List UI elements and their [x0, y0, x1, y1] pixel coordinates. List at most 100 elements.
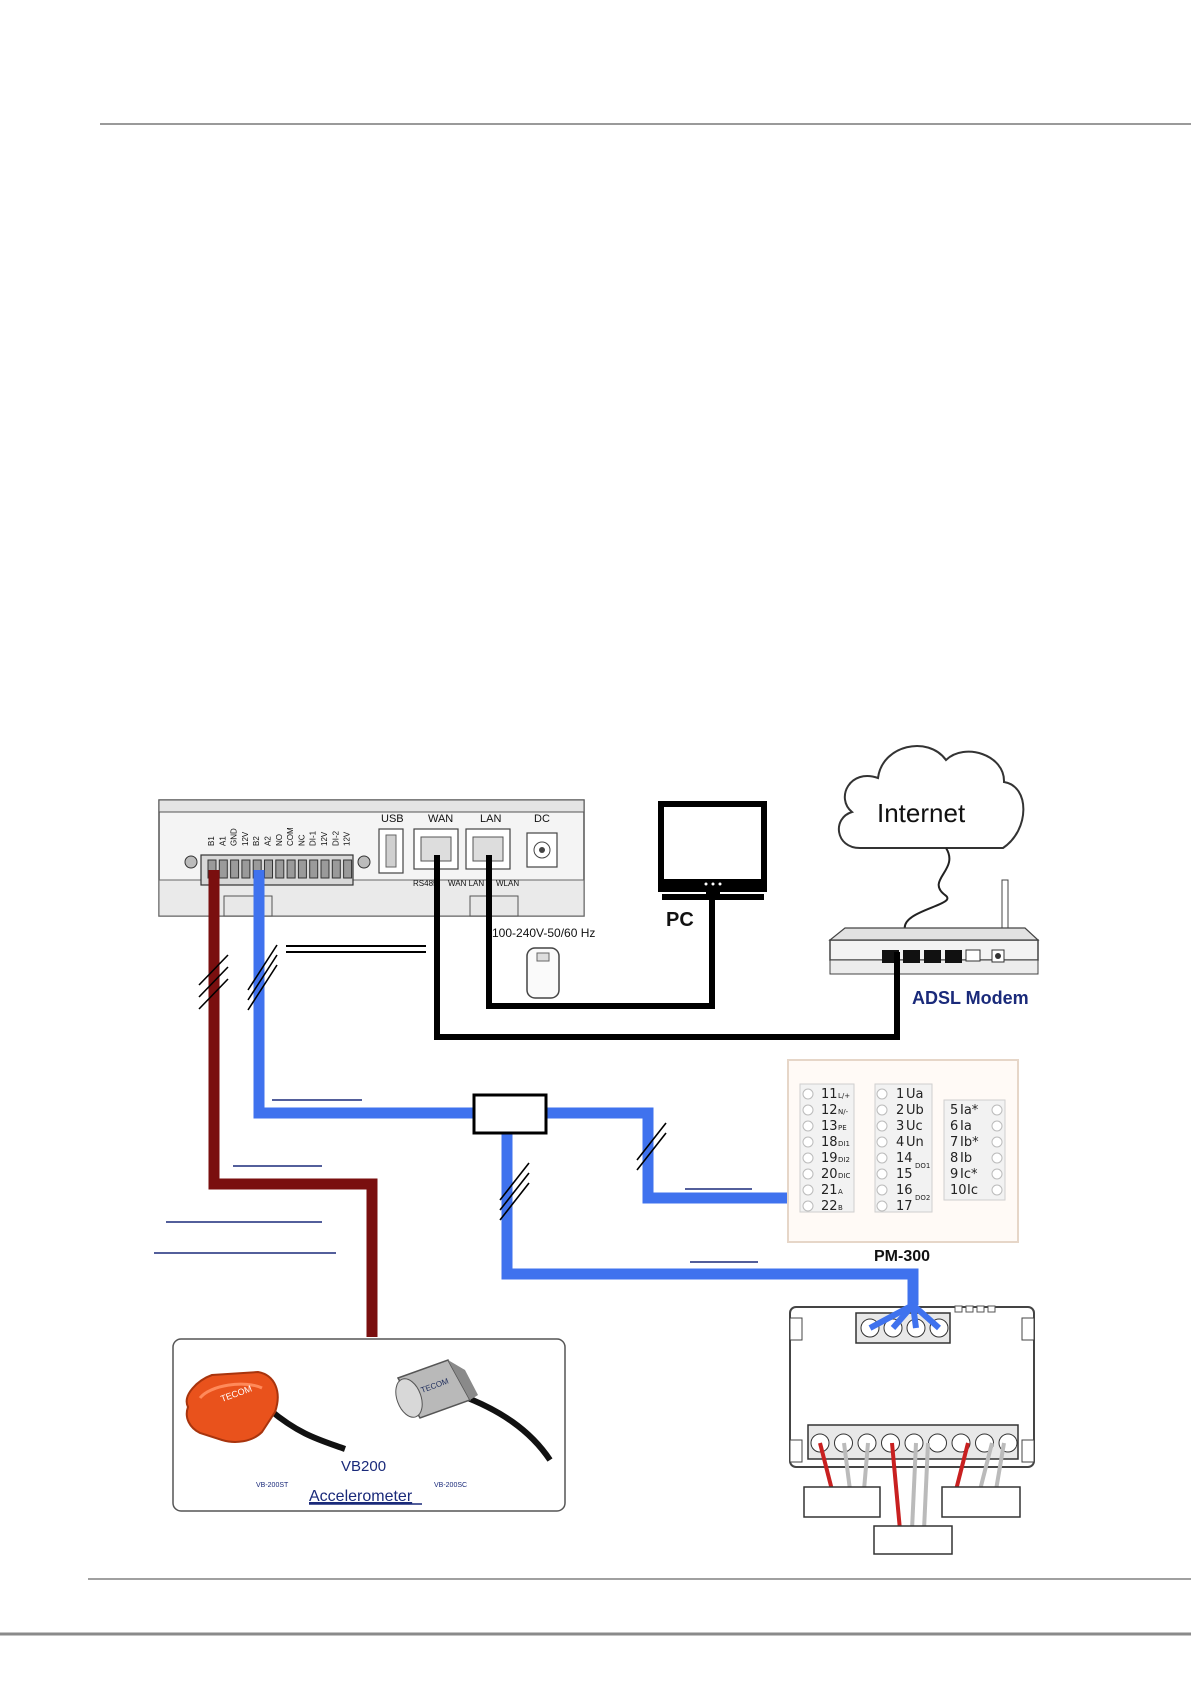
pm300-col1-num-2: 13: [821, 1119, 838, 1134]
pm300-col2-num-4: 14: [896, 1151, 913, 1166]
pm300-col1-screw-4: [802, 1152, 814, 1164]
pm300-col2-num-2: 3: [896, 1119, 904, 1134]
terminal-pin-12: [343, 859, 353, 879]
pm300-col2-num-5: 15: [896, 1167, 913, 1182]
terminal-label-0: B1: [207, 836, 216, 846]
pc-label: PC: [666, 909, 694, 931]
terminal-label-8: NC: [297, 834, 306, 846]
pm300-col1-sub-0: L/+: [838, 1092, 850, 1100]
pm300-col1-sub-3: DI1: [838, 1140, 850, 1148]
pm300-col1-screw-2: [802, 1120, 814, 1132]
usb-label: USB: [381, 813, 404, 825]
wan-cable: [434, 855, 900, 1040]
terminal-pin-10: [320, 859, 330, 879]
terminal-label-4: B2: [252, 836, 261, 846]
pm300-col2-sub-1: Ub: [906, 1103, 924, 1118]
rs485-junction-box: [472, 1093, 548, 1135]
sensor-box-1: [803, 1486, 881, 1518]
lan-label: LAN: [480, 813, 501, 825]
sensor-box-3: [941, 1486, 1021, 1518]
terminal-pin-6: [275, 859, 285, 879]
pm300-col1-num-5: 20: [821, 1167, 838, 1182]
accelerometer-st-image: TECOM: [185, 1370, 347, 1452]
terminal-pin-9: [309, 859, 319, 879]
pm300-col2-sub-3: Un: [906, 1135, 924, 1150]
terminal-label-11: DI-2: [331, 830, 340, 846]
pm300-col1-num-6: 21: [821, 1183, 838, 1198]
pm300-col1-sub-5: DIC: [838, 1172, 850, 1180]
io-terminal-5: [928, 1433, 947, 1453]
accelerometer-panel: TECOM TECOM VB200 VB-200ST VB-200SC Acce…: [172, 1338, 566, 1512]
cable-hatch-marks: [198, 944, 667, 1221]
pm300-col3-screw-2: [991, 1136, 1003, 1148]
annotation-underlines: [154, 1099, 758, 1263]
pm300-col1-screw-7: [802, 1200, 814, 1212]
terminal-label-12: 12V: [343, 831, 352, 846]
terminal-label-5: A2: [264, 836, 273, 846]
pm300-col2-num-1: 2: [896, 1103, 904, 1118]
modem-label: ADSL Modem: [912, 988, 1029, 1008]
rs485-to-io-module: [501, 1131, 919, 1305]
pm300-col2-num-3: 4: [896, 1135, 904, 1150]
pm300-col1-screw-6: [802, 1184, 814, 1196]
io-module: [789, 1302, 1035, 1555]
pm300-col2-screw-6: [876, 1184, 888, 1196]
pm300-col3-sub-4: Ic*: [960, 1167, 978, 1182]
pm300-col2-screw-2: [876, 1120, 888, 1132]
accelerometer-title: Accelerometer: [309, 1488, 413, 1505]
pm300-do1-label: DO1: [915, 1162, 930, 1170]
sensor-box-2: [873, 1525, 953, 1555]
pm300-col3-screw-4: [991, 1168, 1003, 1180]
pm300-col3-screw-1: [991, 1120, 1003, 1132]
power-spec: 100-240V-50/60 Hz: [492, 926, 595, 940]
pm300-do2-label: DO2: [915, 1194, 930, 1202]
terminal-label-3: 12V: [241, 831, 250, 846]
pm300-col2-num-6: 16: [896, 1183, 913, 1198]
pm300-col3-num-2: 7: [950, 1135, 958, 1150]
pm300-col1-sub-2: PE: [838, 1124, 847, 1132]
terminal-label-9: DI-1: [309, 830, 318, 846]
pm300-col1-screw-1: [802, 1104, 814, 1116]
rs485-to-pm300: [546, 1107, 815, 1204]
terminal-label-6: NO: [275, 834, 284, 846]
pm300-col2-sub-0: Ua: [906, 1087, 923, 1102]
pm300-col3-screw-0: [991, 1104, 1003, 1116]
pm300-col3-screw-5: [991, 1184, 1003, 1196]
pm300-col1-sub-4: DI2: [838, 1156, 850, 1164]
adsl-modem: ADSL Modem: [828, 879, 1040, 1008]
pm300-col1-num-4: 19: [821, 1151, 838, 1166]
pm300-col2-sub-2: Uc: [906, 1119, 923, 1134]
pm300-col3-num-5: 10: [950, 1183, 967, 1198]
terminal-pin-2: [230, 859, 240, 879]
variant-st-label: VB-200ST: [256, 1482, 289, 1489]
accelerometer-sc-image: TECOM: [395, 1359, 553, 1462]
terminal-pin-5: [264, 859, 273, 879]
pm300-col2-screw-5: [876, 1168, 888, 1180]
pm300-col3-sub-1: Ia: [960, 1119, 972, 1134]
terminal-label-2: GND: [230, 828, 239, 846]
pc-monitor: PC: [658, 801, 767, 931]
pm300-col1-num-3: 18: [821, 1135, 838, 1150]
pm300-col2-screw-3: [876, 1136, 888, 1148]
accelerometer-model: VB200: [341, 1458, 386, 1475]
terminal-pin-8: [297, 859, 307, 879]
pm300-col2-screw-1: [876, 1104, 888, 1116]
wan-lan-sublabel: WAN LAN: [448, 879, 484, 888]
io-terminal-3: [881, 1433, 900, 1453]
pm300-col1-sub-1: N/-: [838, 1108, 849, 1116]
terminal-block: [184, 854, 371, 886]
rs485-sublabel: RS485: [413, 879, 438, 888]
pm300-col1-num-1: 12: [821, 1103, 838, 1118]
pm300-col1-screw-0: [802, 1088, 814, 1100]
pm300-col1-sub-7: B: [838, 1204, 843, 1212]
terminal-label-10: 12V: [320, 831, 329, 846]
pm300-col3-sub-0: Ia*: [960, 1103, 979, 1118]
internet-label: Internet: [877, 798, 966, 828]
power-adapter: 100-240V-50/60 Hz: [492, 926, 595, 999]
pm300-col2-screw-4: [876, 1152, 888, 1164]
dc-label: DC: [534, 813, 550, 825]
internet-cloud: Internet: [837, 745, 1025, 931]
pm300-col1-screw-5: [802, 1168, 814, 1180]
pm300-col1-num-0: 11: [821, 1087, 838, 1102]
